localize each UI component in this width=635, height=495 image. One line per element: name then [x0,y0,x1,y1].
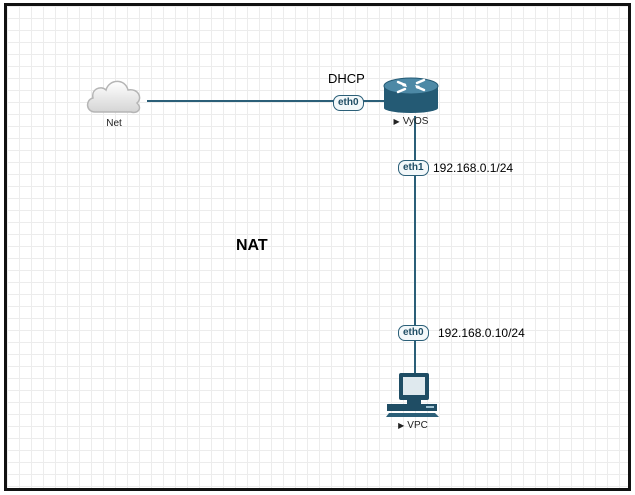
vpc-label: ▶VPC [398,420,428,431]
vpc-label-text: VPC [407,420,428,431]
vpc-eth0-port[interactable]: eth0 [398,325,429,341]
vyos-eth0-port[interactable]: eth0 [333,95,364,111]
net-label: Net [106,118,122,129]
vpc-ip-annotation: 192.168.0.10/24 [438,326,525,340]
start-triangle-icon: ▶ [398,421,405,430]
router-icon [383,77,439,113]
vyos-node[interactable]: ▶VyOS [381,76,441,127]
vyos-label-text: VyOS [402,116,429,127]
net-node[interactable]: Net [83,76,145,129]
vyos-eth1-port[interactable]: eth1 [398,160,429,176]
start-triangle-icon: ▶ [393,117,400,126]
vyos-ip-annotation: 192.168.0.1/24 [433,161,514,175]
vyos-label: ▶VyOS [394,116,429,127]
computer-icon [386,373,439,417]
topology-canvas: Net ▶VyOS ▶VPC eth0 eth1 eth0 DHCP 192.1… [4,3,631,491]
dhcp-annotation: DHCP [328,71,365,86]
vpc-node[interactable]: ▶VPC [385,372,441,431]
cloud-icon [86,80,141,114]
diagram-title: NAT [236,237,268,254]
